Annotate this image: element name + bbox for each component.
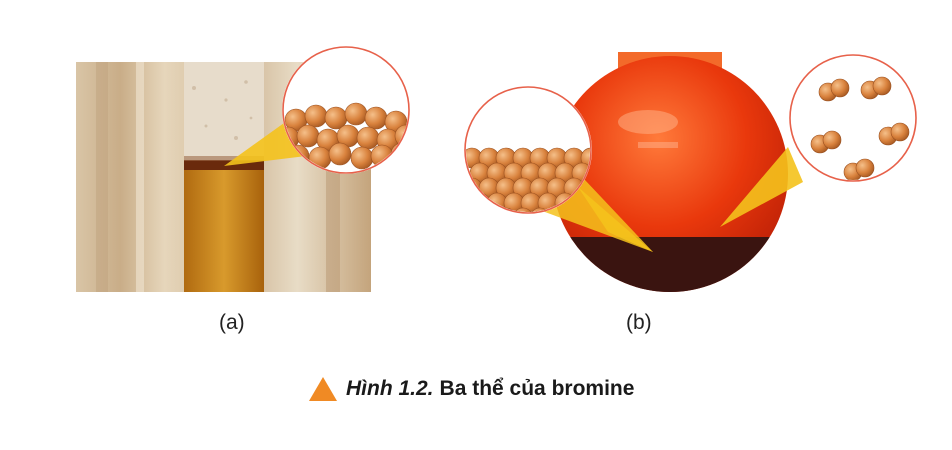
figure-a-label: (a) <box>219 311 245 334</box>
molecule-atom <box>304 104 328 128</box>
molecule-atom <box>356 126 380 150</box>
molecule-atom <box>469 192 491 212</box>
molecule-atom <box>855 158 875 178</box>
molecule-atom <box>830 78 850 98</box>
figure-caption: Hình 1.2. Ba thể của bromine <box>308 374 634 404</box>
molecule-atom <box>890 122 910 142</box>
molecule-atom <box>344 102 368 126</box>
molecule-atom <box>328 142 352 166</box>
orange-triangle-icon <box>309 377 337 401</box>
molecule-atom <box>822 130 842 150</box>
molecule-atom <box>580 147 590 169</box>
figure-a-liquid-bromine <box>76 38 421 296</box>
molecule-atom <box>872 76 892 96</box>
molecule-atom <box>512 207 534 212</box>
caption-text: Ba thể của bromine <box>439 377 635 400</box>
molecule-atom <box>466 207 483 212</box>
figure-b-bromine-flask <box>458 52 933 292</box>
molecule-atom <box>478 207 500 212</box>
molecule-atom <box>529 207 551 212</box>
molecule-atom <box>364 106 388 130</box>
caption-number: Hình 1.2. <box>346 377 434 400</box>
molecule-atom <box>390 142 408 166</box>
molecule-atom <box>296 124 320 148</box>
figure-b-label: (b) <box>626 311 652 334</box>
molecule-atom <box>350 146 374 170</box>
